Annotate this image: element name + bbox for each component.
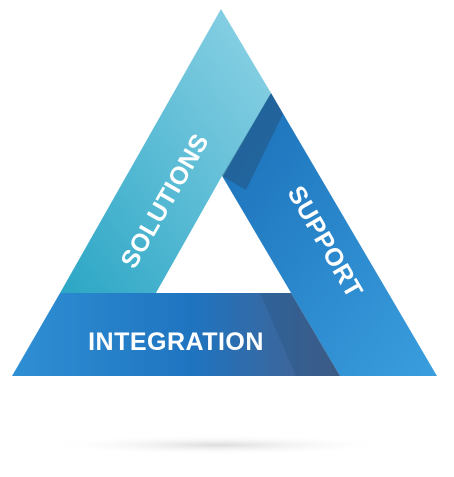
integration-label: INTEGRATION — [88, 328, 264, 356]
solutions-fold — [222, 93, 283, 190]
integration-segment — [12, 293, 340, 376]
integration-fold — [260, 293, 340, 376]
support-segment — [222, 93, 437, 376]
solutions-segment — [60, 9, 271, 293]
floor-shadow — [43, 435, 393, 455]
inner-hole — [156, 176, 291, 293]
